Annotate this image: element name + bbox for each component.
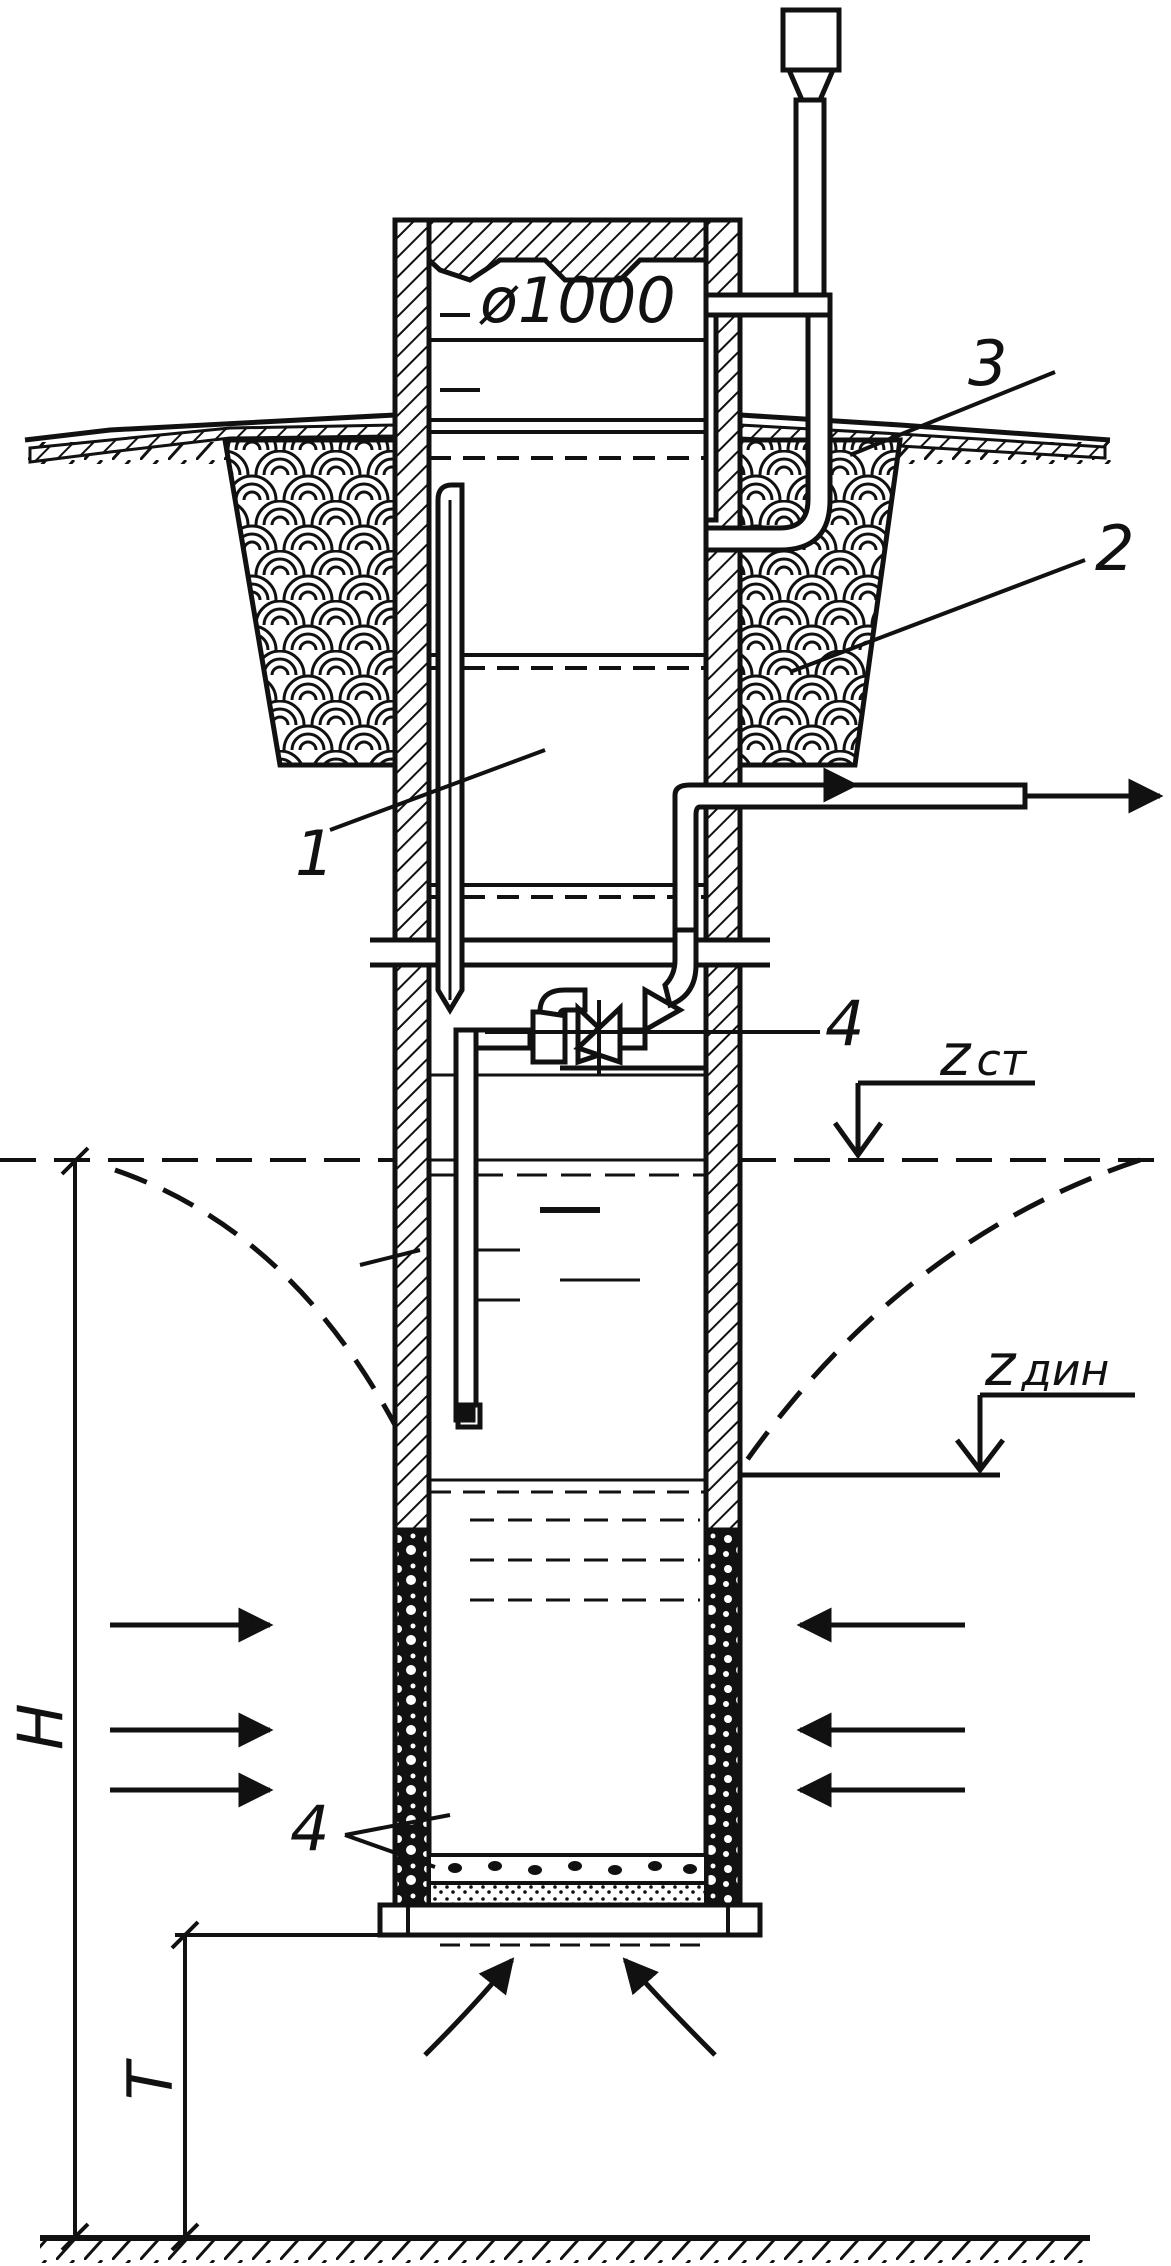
label-clay-backfill: 2 [1095,512,1134,585]
bottom-filter [377,1853,763,1947]
pump-assembly [435,482,706,1430]
label-blind-area: 3 [968,327,1007,400]
label-shaft: 1 [295,817,334,890]
ring-joints-upper [429,418,706,899]
clay-backfill-left [222,437,398,768]
outlet-pipe [672,767,1164,933]
dynamic-level-marker [740,1392,1135,1478]
shaft-wall-lower [392,962,743,1908]
inflow-arrows [110,1607,965,2057]
shaft-wall-upper [392,217,743,943]
leader-lines [329,370,1086,1869]
break-lines [370,937,770,968]
dimension-h-label: H [4,1703,77,1750]
depression-cone [114,1157,1141,1472]
vent-pipe [703,7,842,553]
dimension-t-label: T [114,2058,187,2100]
static-level-marker [832,1080,1035,1160]
diameter-dimension [429,313,706,392]
label-filter: 4 [290,1792,329,1865]
dimension-lines [60,1146,385,2252]
impermeable-base [40,2235,1090,2263]
diameter-label: ø1000 [479,264,676,337]
label-pump: 4 [825,987,864,1060]
